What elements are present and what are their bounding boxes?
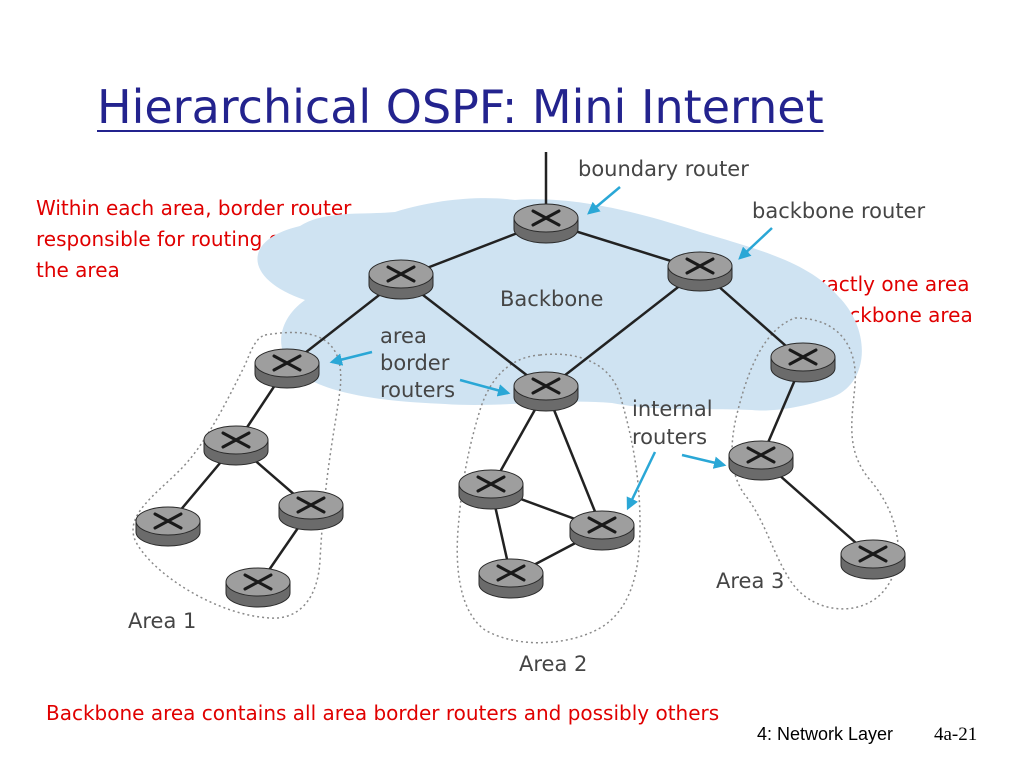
router-area2-left — [458, 469, 524, 510]
label-backbone: Backbone — [500, 287, 603, 311]
router-area1-right — [278, 490, 344, 531]
arrow-backbone-router — [738, 227, 773, 260]
router-backbone-right — [667, 251, 733, 292]
arrow-abr-area1 — [329, 350, 373, 366]
label-internal-routers: routers — [632, 425, 707, 449]
label-area2: Area 2 — [519, 652, 587, 676]
routers-layer — [135, 203, 906, 608]
link-backbone-right-abr-area2 — [545, 269, 701, 391]
label-area-border-routers: area — [380, 324, 427, 348]
router-area1-bottom-left — [135, 506, 201, 547]
router-area2-bottom — [478, 558, 544, 599]
backbone-area-cloud — [257, 198, 862, 411]
arrow-internal-area3 — [681, 453, 727, 469]
footer-slide-number: 4a-21 — [934, 724, 978, 745]
link-backbone-left-abr-area2 — [400, 277, 547, 391]
arrow-boundary-router — [587, 186, 621, 215]
label-backbone-router: backbone router — [752, 199, 925, 223]
arrow-internal-area2 — [626, 451, 657, 511]
link-abr-area2-area2-right — [544, 389, 604, 530]
router-abr-area1 — [254, 348, 320, 389]
area3-outline — [731, 317, 899, 610]
area2-outline — [456, 353, 641, 644]
router-area3-bottom — [840, 539, 906, 580]
router-boundary — [513, 203, 579, 244]
label-internal-routers: internal — [632, 397, 713, 421]
note-left-line: Within each area, border router — [36, 196, 352, 220]
note-bottom: Backbone area contains all area border r… — [46, 701, 720, 725]
arrow-abr-area2 — [459, 378, 511, 397]
router-area3-mid — [728, 440, 794, 481]
router-area1-mid — [203, 425, 269, 466]
router-backbone-left — [368, 259, 434, 300]
label-area3: Area 3 — [716, 569, 784, 593]
router-abr-area2 — [513, 371, 579, 412]
label-boundary-router: boundary router — [578, 157, 749, 181]
label-area-border-routers: border — [380, 351, 450, 375]
area1-outline — [132, 331, 342, 619]
label-area1: Area 1 — [128, 609, 196, 633]
router-area1-bottom — [225, 567, 291, 608]
router-abr-area3 — [770, 342, 836, 383]
footer-chapter: 4: Network Layer — [757, 724, 894, 744]
note-left-line: the area — [36, 258, 120, 282]
router-area2-right — [569, 510, 635, 551]
slide-title: Hierarchical OSPF: Mini Internet — [97, 80, 824, 134]
label-area-border-routers: routers — [380, 378, 455, 402]
